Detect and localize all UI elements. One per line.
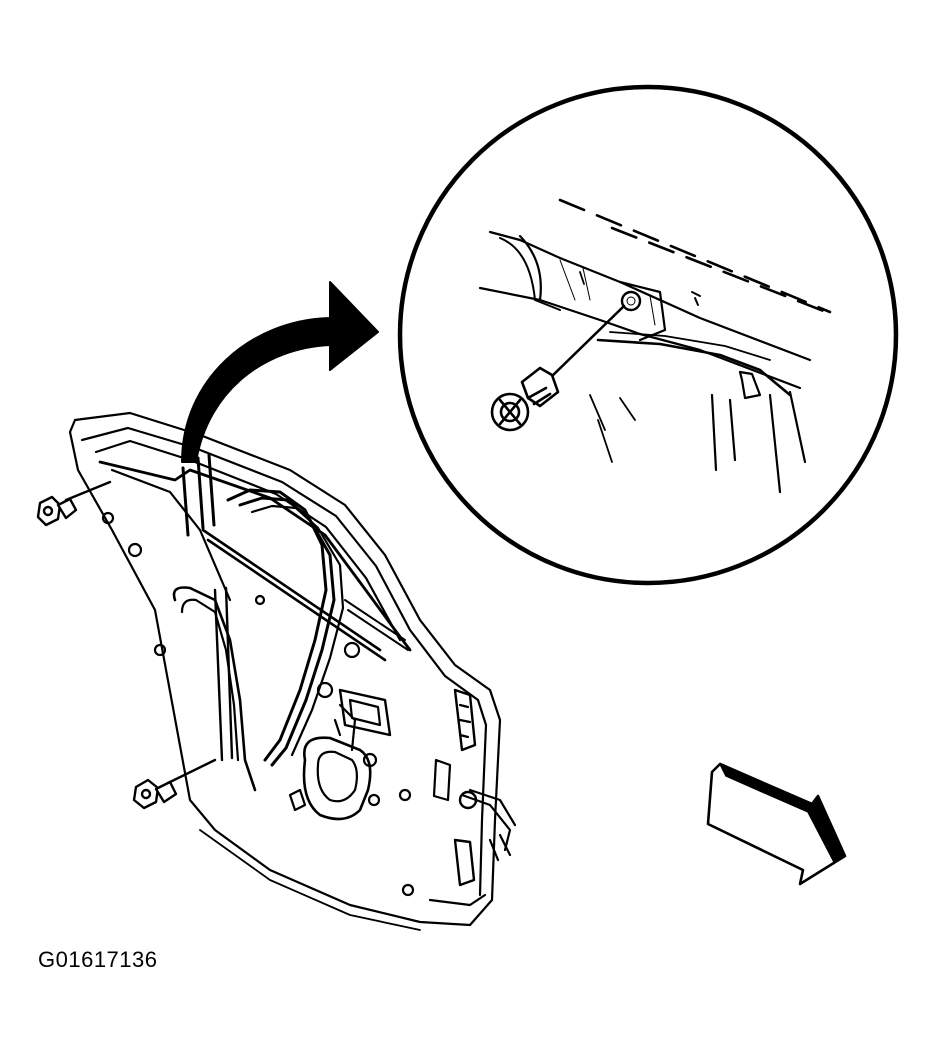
- detail-bolt: [490, 304, 626, 432]
- door-bolt-lower: [132, 758, 217, 810]
- door-bolt-upper: [36, 480, 112, 527]
- curved-callout-arrow: [181, 281, 379, 463]
- vehicle-front-direction-arrow: [706, 762, 847, 886]
- figure-id-label: G01617136: [38, 947, 158, 972]
- circular-detail-view: [397, 84, 899, 586]
- rear-door-inner-panel: [68, 411, 517, 931]
